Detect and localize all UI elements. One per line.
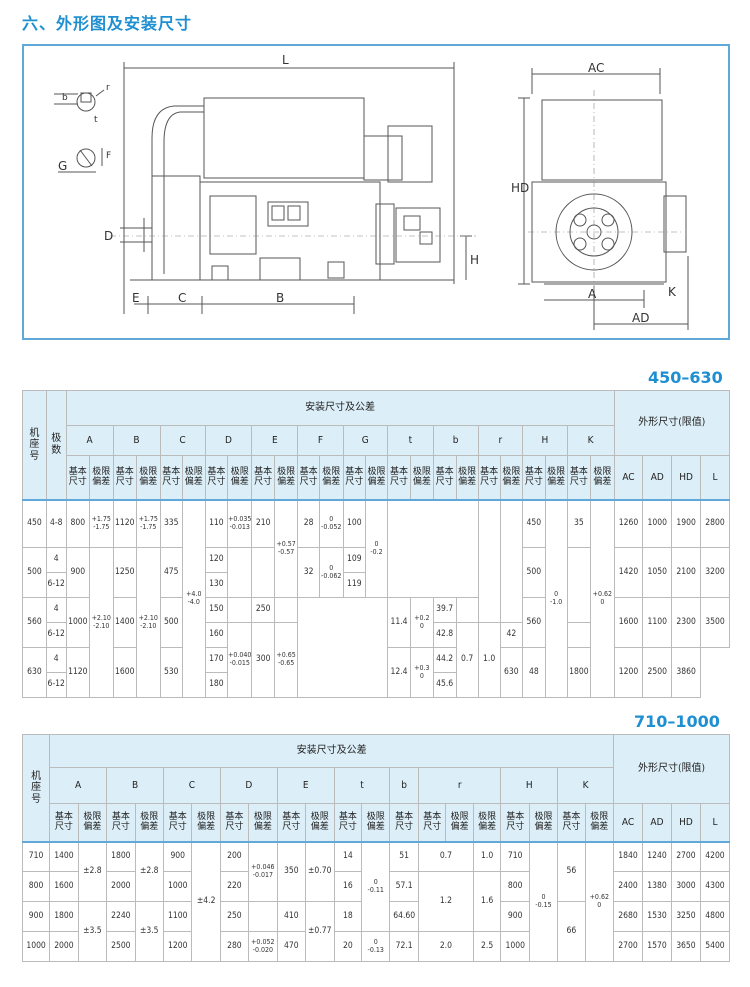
t1-group-k: K xyxy=(566,425,615,456)
label-e: E xyxy=(132,291,140,305)
label-g: G xyxy=(58,159,67,173)
t2-group-b: B xyxy=(106,767,164,804)
t1-poles-header: 极数 xyxy=(45,390,67,500)
table2-range: 710–1000 xyxy=(634,712,720,731)
t1-basic-header: 基本尺寸 xyxy=(432,455,457,500)
t1-limit-header: 极限偏差 xyxy=(410,455,434,500)
label-hd: HD xyxy=(511,181,529,195)
t2-row-710: 710 1400 ±2.8 1800 ±2.8 900 ±4.2 200 +0.… xyxy=(21,841,731,962)
t1-group-h: H xyxy=(522,425,568,456)
outline-drawing: L E C B D H HD AC A AD K G b r t F xyxy=(22,44,730,340)
t1-install-header: 安装尺寸及公差 xyxy=(65,390,615,426)
t1-basic-header: 基本尺寸 xyxy=(251,455,275,500)
label-l: L xyxy=(282,53,289,67)
t1-limit-header: 极限偏差 xyxy=(181,455,206,500)
label-f: F xyxy=(106,151,111,161)
t1-col-ad: AD xyxy=(642,455,673,500)
t1-basic-header: 基本尺寸 xyxy=(522,455,546,500)
t1-basic-header: 基本尺寸 xyxy=(566,455,592,500)
label-t: t xyxy=(94,115,98,125)
t1-group-b-small: b xyxy=(432,425,479,456)
t2-col-l: L xyxy=(699,803,731,842)
label-r: r xyxy=(106,83,110,93)
label-b: B xyxy=(276,291,284,305)
t1-group-t: t xyxy=(387,425,434,456)
t1-limit-header: 极限偏差 xyxy=(227,455,253,500)
motor-drawing-svg: L E C B D H HD AC A AD K G b r t F xyxy=(54,53,689,330)
t1-limit-header: 极限偏差 xyxy=(455,455,479,500)
t1-group-b: B xyxy=(112,425,161,456)
t2-outline-header: 外形尺寸(限值) xyxy=(613,734,730,804)
t1-group-a: A xyxy=(65,425,114,456)
label-ad: AD xyxy=(632,311,649,325)
t1-row-450: 450 4-8 800 +1.75-1.75 1120 +1.75-1.75 3… xyxy=(22,499,730,698)
t2-group-r: r xyxy=(418,767,502,804)
label-h: H xyxy=(470,253,479,267)
t2-col-hd: HD xyxy=(670,803,701,842)
label-k: K xyxy=(668,285,677,299)
t1-basic-header: 基本尺寸 xyxy=(159,455,183,500)
label-d: D xyxy=(104,229,113,243)
t2-row-1000: 1000 2000 2500 1200 280 +0.052-0.020 470… xyxy=(21,931,731,962)
t1-limit-header: 极限偏差 xyxy=(318,455,344,500)
t2-group-c: C xyxy=(162,767,221,804)
t1-basic-header: 基本尺寸 xyxy=(342,455,367,500)
t2-group-a: A xyxy=(49,767,108,804)
t1-basic-header: 基本尺寸 xyxy=(297,455,320,500)
t1-limit-header: 极限偏差 xyxy=(89,455,114,500)
t2-row-800: 800 1600 2000 1000 220 16 57.1 1.2 1.6 8… xyxy=(21,871,731,932)
t1-limit-header: 极限偏差 xyxy=(365,455,389,500)
t1-outline-header: 外形尺寸(限值) xyxy=(613,390,731,456)
t2-group-h: H xyxy=(500,767,559,804)
t1-group-r: r xyxy=(477,425,524,456)
t1-col-hd: HD xyxy=(671,455,701,500)
section-title: 六、外形图及安装尺寸 xyxy=(22,14,193,33)
table1-range: 450–630 xyxy=(648,368,723,387)
table2: 机座号 安装尺寸及公差 外形尺寸(限值) A B C D E t b r H K… xyxy=(21,734,731,962)
t1-basic-header: 基本尺寸 xyxy=(65,455,91,500)
t1-row-500: 500 4 900 +2.10-2.10 1250 +2.10-2.10 475… xyxy=(22,547,730,698)
t2-row-900: 900 1800 ±3.5 2240 ±3.5 1100 250 410 ±0.… xyxy=(21,901,731,962)
label-b-key: b xyxy=(62,93,68,103)
t1-limit-header: 极限偏差 xyxy=(273,455,299,500)
t2-group-b-small: b xyxy=(389,767,420,804)
t1-basic-header: 基本尺寸 xyxy=(204,455,229,500)
t1-group-c: C xyxy=(159,425,206,456)
t1-limit-header: 极限偏差 xyxy=(544,455,568,500)
t2-col-ac: AC xyxy=(613,803,643,842)
t1-basic-header: 基本尺寸 xyxy=(387,455,412,500)
t2-group-t: t xyxy=(333,767,391,804)
label-c: C xyxy=(178,291,186,305)
t2-group-d: D xyxy=(219,767,278,804)
label-a: A xyxy=(588,287,597,301)
t1-group-f: F xyxy=(297,425,344,456)
label-ac: AC xyxy=(588,61,604,75)
t1-limit-header: 极限偏差 xyxy=(590,455,615,500)
t2-frame-header: 机座号 xyxy=(21,734,51,842)
t1-frame-header: 机座号 xyxy=(22,390,47,500)
table1: 机座号 极数 安装尺寸及公差 外形尺寸(限值) A B C D E F G t … xyxy=(22,390,731,698)
t1-limit-header: 极限偏差 xyxy=(136,455,161,500)
t1-basic-header: 基本尺寸 xyxy=(477,455,501,500)
t1-group-d: D xyxy=(204,425,253,456)
t1-col-l: L xyxy=(700,455,730,500)
t2-install-header: 安装尺寸及公差 xyxy=(49,734,615,768)
t1-group-g: G xyxy=(342,425,389,456)
t1-limit-header: 极限偏差 xyxy=(499,455,524,500)
t1-basic-header: 基本尺寸 xyxy=(112,455,138,500)
t2-col-ad: AD xyxy=(642,803,672,842)
t2-group-e: E xyxy=(276,767,335,804)
t2-group-k: K xyxy=(557,767,615,804)
t1-group-e: E xyxy=(251,425,299,456)
t1-col-ac: AC xyxy=(613,455,644,500)
